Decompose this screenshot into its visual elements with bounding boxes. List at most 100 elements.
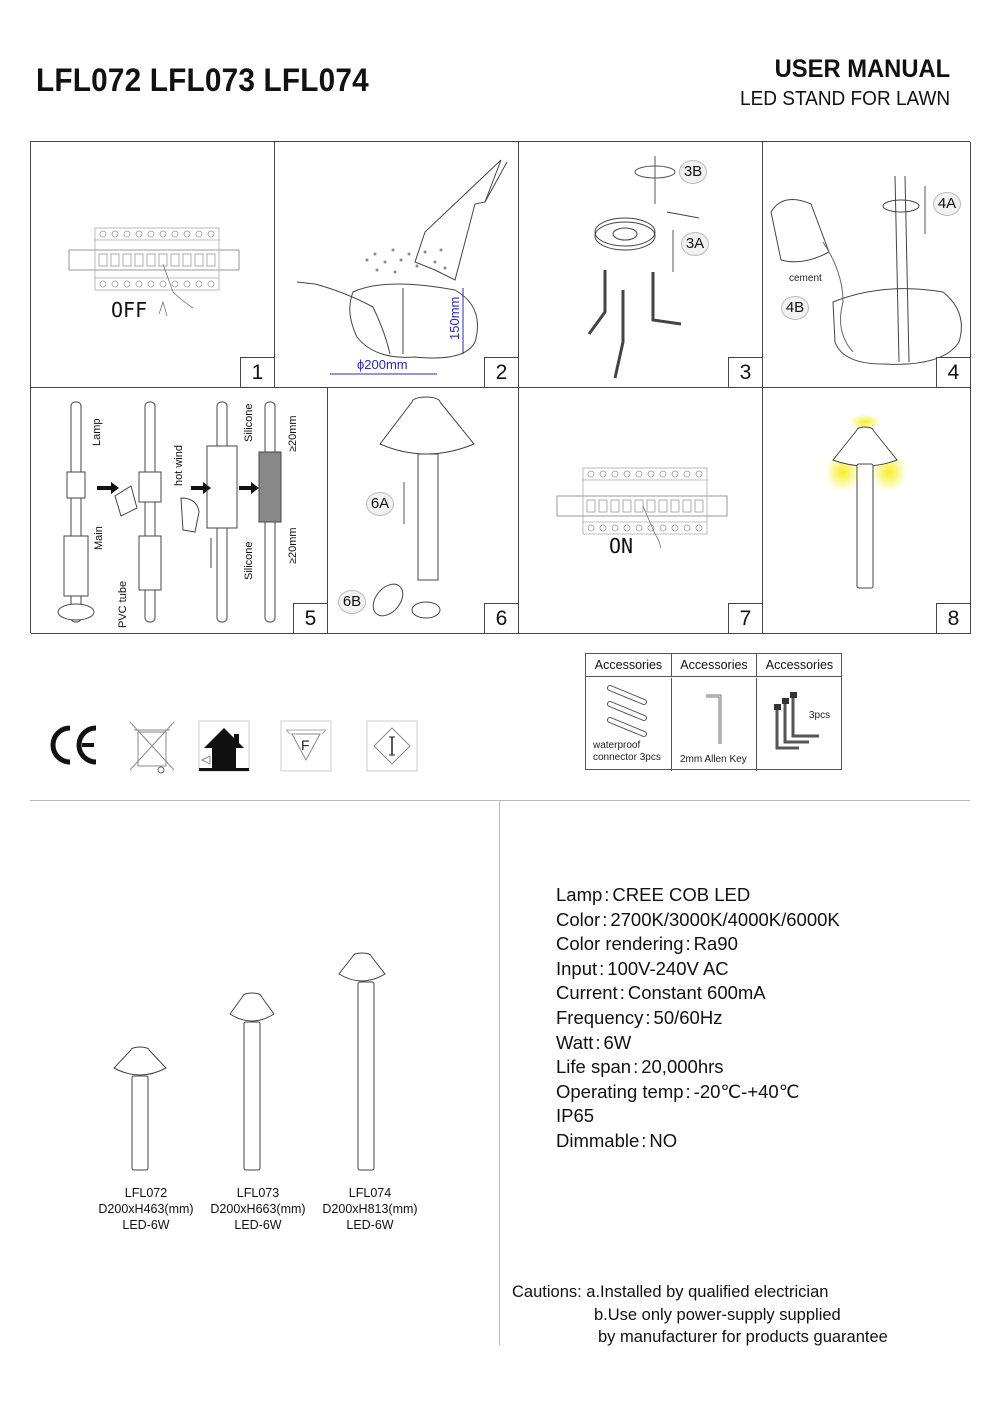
manual-title: USER MANUAL xyxy=(774,55,950,83)
step-4b-badge: 4B xyxy=(781,296,809,320)
accessory-allen-key: 2mm Allen Key xyxy=(672,678,757,771)
cement-label: cement xyxy=(789,273,822,284)
caution-line-b-cont: by manufacturer for products guarantee xyxy=(598,1328,888,1346)
model-size: D200xH663(mm) xyxy=(210,1202,306,1216)
spec-ip-rating: IP65 xyxy=(556,1105,595,1127)
manual-header: USER MANUAL LED STAND FOR LAWN xyxy=(729,55,950,111)
anchor-bolts-icon xyxy=(774,692,819,750)
model-lfl072: LFL072 D200xH463(mm) LED-6W xyxy=(86,1185,206,1233)
step-6-panel: 6A 6B 6 xyxy=(328,388,519,634)
accessory-caption: 2mm Allen Key xyxy=(680,754,747,765)
gap-top-label: ≥20mm xyxy=(287,415,299,452)
spec-frequency: Frequency50/60Hz xyxy=(556,1006,840,1031)
circuit-breaker-off-illustration xyxy=(68,227,240,317)
model-name: LFL074 xyxy=(348,1186,392,1200)
specifications-list: LampCREE COB LED Color2700K/3000K/4000K/… xyxy=(556,883,840,1154)
ce-mark-icon xyxy=(48,720,98,770)
accessory-caption: connector 3pcs xyxy=(593,752,661,763)
main-wire-label: Main xyxy=(93,526,105,550)
step-2-panel: ϕ200mm 150mm 2 xyxy=(275,142,519,388)
caution-line-b: b.Use only power-supply supplied xyxy=(594,1305,841,1324)
step-number: 7 xyxy=(728,603,762,633)
model-lfl073: LFL073 D200xH663(mm) LED-6W xyxy=(198,1185,318,1233)
model-power: LED-6W xyxy=(234,1218,282,1232)
step-number: 1 xyxy=(240,357,274,387)
section-divider-horizontal xyxy=(30,800,970,801)
waterproof-connector-icon xyxy=(607,685,647,737)
accessories-table: Accessories Accessories Accessories wate… xyxy=(585,653,842,771)
circuit-breaker-on-illustration xyxy=(556,467,728,549)
step-4-panel: 4A 4B cement 4 xyxy=(763,142,971,388)
lamp-models-illustration xyxy=(113,952,386,1171)
step-3b-badge: 3B xyxy=(679,160,707,184)
accessory-caption: 3pcs xyxy=(809,710,831,721)
depth-dimension: 150mm xyxy=(447,296,462,340)
accessory-caption: waterproof xyxy=(593,740,641,751)
spec-watt: Watt6W xyxy=(556,1031,840,1056)
dig-hole-illustration xyxy=(296,159,508,375)
gap-bottom-label: ≥20mm xyxy=(287,527,299,564)
step-4a-badge: 4A xyxy=(933,192,961,216)
model-name: LFL073 xyxy=(236,1186,280,1200)
class-i-icon xyxy=(366,720,418,772)
hot-wind-label: hot wind xyxy=(173,445,185,486)
step-number: 8 xyxy=(936,603,970,633)
indoor-use-icon xyxy=(198,720,250,772)
installation-steps-grid: OFF 1 ϕ200mm 150mm 2 xyxy=(30,141,971,634)
step-7-panel: ON 7 xyxy=(519,388,763,634)
allen-key-icon xyxy=(706,694,722,744)
model-power: LED-6W xyxy=(122,1218,170,1232)
lamp-lit-illustration xyxy=(825,414,907,589)
silicone-top-label: Silicone xyxy=(243,403,255,442)
base-assembly-illustration xyxy=(587,156,700,379)
step-number: 6 xyxy=(484,603,518,633)
model-comparison: LFL072 D200xH463(mm) LED-6W LFL073 D200x… xyxy=(80,940,460,1240)
spec-lamp: LampCREE COB LED xyxy=(556,883,840,908)
wire-connection-illustration xyxy=(57,401,282,623)
model-power: LED-6W xyxy=(346,1218,394,1232)
step-3-panel: 3B 3A 3 xyxy=(519,142,763,388)
step-number: 5 xyxy=(293,603,327,633)
svg-text:F: F xyxy=(301,737,310,753)
model-size: D200xH813(mm) xyxy=(322,1202,418,1216)
step-8-panel: 8 xyxy=(763,388,971,634)
accessories-header-3: Accessories xyxy=(757,654,842,677)
diameter-dimension: ϕ200mm xyxy=(357,357,408,372)
accessories-header-2: Accessories xyxy=(672,654,757,677)
step-number: 2 xyxy=(484,357,518,387)
step-6b-badge: 6B xyxy=(338,590,366,614)
accessories-header-1: Accessories xyxy=(586,654,672,677)
f-mark-icon: F xyxy=(280,720,332,772)
model-lfl074: LFL074 D200xH813(mm) LED-6W xyxy=(310,1185,430,1233)
pour-cement-illustration xyxy=(770,175,962,365)
section-divider-vertical xyxy=(499,800,500,1345)
step-number: 4 xyxy=(936,357,970,387)
switch-on-label: ON xyxy=(609,534,634,558)
step-5-panel: Lamp Main PVC tube hot wind Silicone Sil… xyxy=(31,388,328,634)
spec-current: CurrentConstant 600mA xyxy=(556,981,840,1006)
models-title: LFL072 LFL073 LFL074 xyxy=(36,62,369,98)
spec-color-rendering: Color renderingRa90 xyxy=(556,932,840,957)
spec-operating-temp: Operating temp-20℃-+40℃ xyxy=(556,1080,840,1105)
spec-life-span: Life span20,000hrs xyxy=(556,1055,840,1080)
product-type: LED STAND FOR LAWN xyxy=(739,88,950,110)
spec-input: Input100V-240V AC xyxy=(556,957,840,982)
step-6a-badge: 6A xyxy=(366,492,394,516)
spec-color: Color2700K/3000K/4000K/6000K xyxy=(556,908,840,933)
switch-off-label: OFF xyxy=(111,298,148,322)
pvc-tube-label: PVC tube xyxy=(117,580,129,628)
step-1-panel: OFF 1 xyxy=(31,142,275,388)
step-3a-badge: 3A xyxy=(681,232,709,256)
mount-lamp-illustration xyxy=(372,396,475,619)
accessory-anchor-bolts: 3pcs xyxy=(757,678,842,771)
silicone-bottom-label: Silicone xyxy=(243,541,255,580)
cautions: Cautions: a.Installed by qualified elect… xyxy=(512,1281,888,1349)
caution-line-a: Cautions: a.Installed by qualified elect… xyxy=(512,1283,829,1301)
accessory-waterproof-connector: waterproof connector 3pcs xyxy=(586,678,672,771)
spec-dimmable: DimmableNO xyxy=(556,1129,840,1154)
certification-icons: F xyxy=(30,712,430,774)
step-number: 3 xyxy=(728,357,762,387)
weee-bin-icon xyxy=(128,720,178,774)
model-size: D200xH463(mm) xyxy=(98,1202,194,1216)
model-name: LFL072 xyxy=(124,1186,168,1200)
